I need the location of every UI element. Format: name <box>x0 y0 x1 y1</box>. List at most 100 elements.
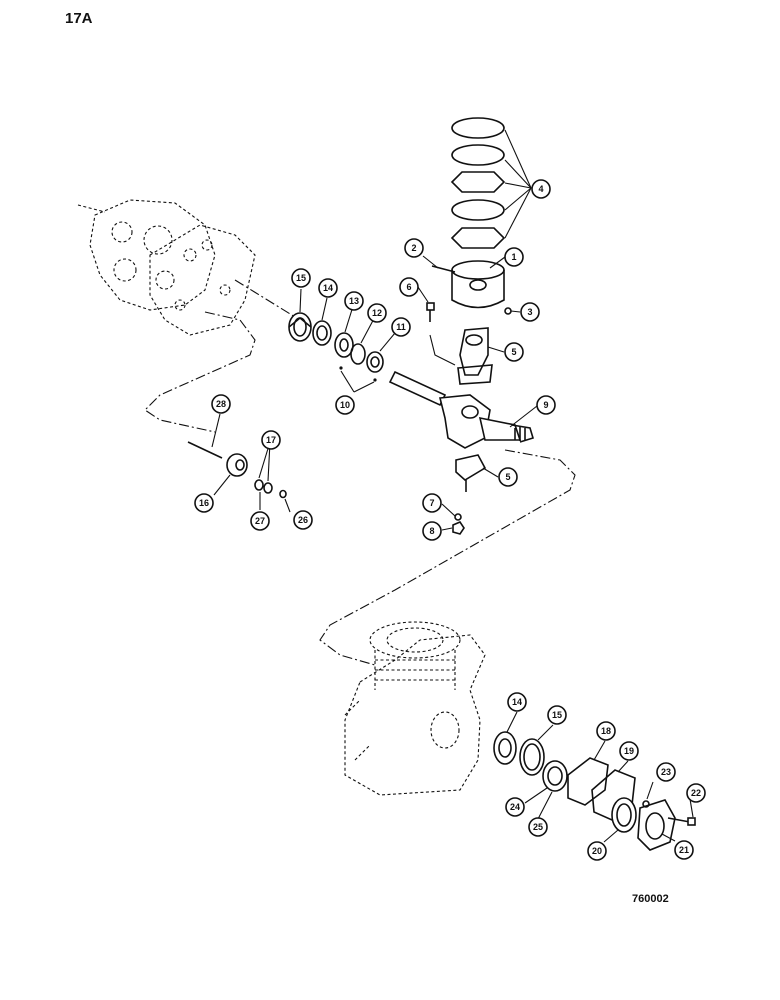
svg-text:19: 19 <box>624 746 634 756</box>
key-dot-2 <box>373 378 377 382</box>
bearing-cup <box>288 312 312 342</box>
svg-text:4: 4 <box>538 184 543 194</box>
callout-12: 12 <box>367 303 387 323</box>
spacer-ring <box>350 343 366 365</box>
svg-text:28: 28 <box>216 399 226 409</box>
svg-text:14: 14 <box>323 283 333 293</box>
callout-5-upper: 5 <box>504 342 524 362</box>
svg-text:15: 15 <box>552 710 562 720</box>
svg-text:26: 26 <box>298 515 308 525</box>
gear <box>334 332 354 358</box>
lower-bearing-cone <box>493 731 517 765</box>
svg-text:11: 11 <box>396 322 406 332</box>
callout-2: 2 <box>404 238 424 258</box>
svg-text:5: 5 <box>511 347 516 357</box>
callout-10: 10 <box>335 395 355 415</box>
svg-text:7: 7 <box>429 498 434 508</box>
governor-gear <box>226 453 248 477</box>
crankshaft <box>388 370 534 449</box>
svg-text:21: 21 <box>679 845 689 855</box>
rod-bolt <box>426 302 456 366</box>
callout-14-upper: 14 <box>318 278 338 298</box>
callout-9: 9 <box>536 395 556 415</box>
callout-7: 7 <box>422 493 442 513</box>
gear-housing-dashed <box>77 199 216 311</box>
callout-18: 18 <box>596 721 616 741</box>
callout-4: 4 <box>531 179 551 199</box>
assembly-line-2 <box>144 311 256 433</box>
gasket-plate <box>567 757 609 806</box>
callout-13: 13 <box>344 291 364 311</box>
page-label: 17A <box>65 10 93 27</box>
snap-ring <box>504 307 512 315</box>
svg-text:17: 17 <box>266 435 276 445</box>
svg-text:24: 24 <box>510 802 520 812</box>
svg-text:14: 14 <box>512 697 522 707</box>
svg-text:13: 13 <box>349 296 359 306</box>
svg-text:8: 8 <box>429 526 434 536</box>
callout-17: 17 <box>261 430 281 450</box>
callout-6: 6 <box>399 277 419 297</box>
callout-25: 25 <box>528 817 548 837</box>
governor-washer-2 <box>263 482 273 494</box>
svg-text:1: 1 <box>511 252 516 262</box>
drawing-code: 760002 <box>632 893 669 905</box>
callout-15-lower: 15 <box>547 705 567 725</box>
svg-text:2: 2 <box>411 243 416 253</box>
leader-lines <box>211 129 694 843</box>
svg-text:22: 22 <box>691 788 701 798</box>
callout-5-lower: 5 <box>498 467 518 487</box>
callout-21: 21 <box>674 840 694 860</box>
gasket-dashed <box>149 224 256 336</box>
svg-text:18: 18 <box>601 726 611 736</box>
svg-text:16: 16 <box>199 498 209 508</box>
callout-20: 20 <box>587 841 607 861</box>
callout-11: 11 <box>391 317 411 337</box>
rod-cap <box>455 454 487 492</box>
bearing-cover <box>637 799 676 851</box>
nut <box>452 521 465 535</box>
svg-text:5: 5 <box>505 472 510 482</box>
governor-ring <box>279 489 287 499</box>
svg-text:10: 10 <box>340 400 350 410</box>
svg-text:6: 6 <box>406 282 411 292</box>
callout-28: 28 <box>211 394 231 414</box>
callout-27: 27 <box>250 511 270 531</box>
cover-washer <box>642 800 650 808</box>
callout-15-upper: 15 <box>291 268 311 288</box>
piston <box>431 260 505 309</box>
tapered-bearing <box>312 320 332 346</box>
callout-3: 3 <box>520 302 540 322</box>
callout-8: 8 <box>422 521 442 541</box>
svg-text:12: 12 <box>372 308 382 318</box>
governor-washer-1 <box>254 479 264 491</box>
connecting-rod <box>457 327 493 385</box>
assembly-line-1 <box>234 279 301 321</box>
svg-text:3: 3 <box>527 307 532 317</box>
svg-text:27: 27 <box>255 516 265 526</box>
lock-washer <box>454 513 462 521</box>
gear-small <box>366 351 384 373</box>
callout-16: 16 <box>194 493 214 513</box>
oil-seal-inner <box>616 803 632 827</box>
svg-text:23: 23 <box>661 767 671 777</box>
svg-text:15: 15 <box>296 273 306 283</box>
svg-text:20: 20 <box>592 846 602 856</box>
callout-23: 23 <box>656 762 676 782</box>
callout-19: 19 <box>619 741 639 761</box>
lower-bearing-cup <box>519 738 545 776</box>
callout-1: 1 <box>504 247 524 267</box>
callout-22: 22 <box>686 783 706 803</box>
assembly-line-3 <box>319 449 576 666</box>
svg-text:9: 9 <box>543 400 548 410</box>
callout-26: 26 <box>293 510 313 530</box>
svg-text:25: 25 <box>533 822 543 832</box>
cylinder-block-dashed <box>344 621 486 796</box>
callout-24: 24 <box>505 797 525 817</box>
callout-14-lower: 14 <box>507 692 527 712</box>
seal-housing <box>542 760 568 792</box>
piston-rings <box>450 117 506 249</box>
key-dot-1 <box>339 366 343 370</box>
cover-bolt <box>667 817 696 826</box>
